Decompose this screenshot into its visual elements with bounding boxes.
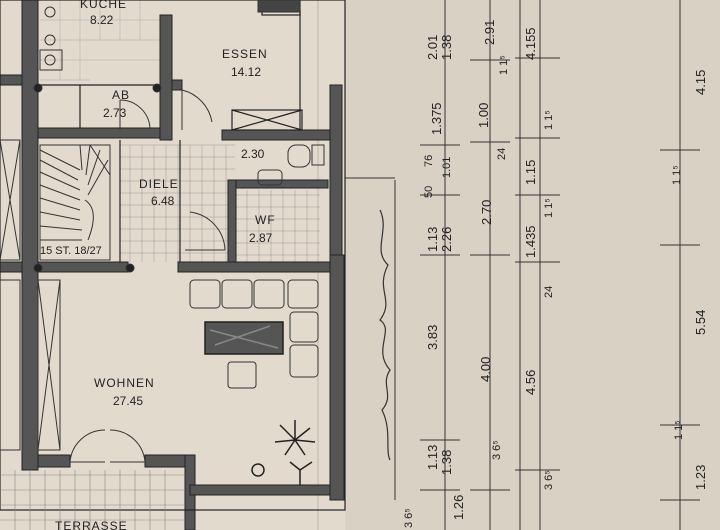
dim-col1-3: 76	[423, 155, 435, 167]
walls	[0, 0, 345, 530]
dim-col3-sup-a: 1 1⁵	[498, 55, 510, 75]
dim-col2-c: 1.38	[439, 450, 454, 475]
door-stair	[89, 144, 111, 176]
room-area-essen: 14.12	[231, 65, 261, 79]
room-label-terrasse: TERRASSE	[55, 519, 128, 530]
door-wc	[185, 211, 226, 251]
door-kitchen	[119, 99, 151, 130]
dim-col1-6: 3.83	[425, 325, 440, 350]
dim-col3-b: 1.00	[476, 103, 491, 128]
dim-col4-sup-a: 1 1⁵	[543, 110, 555, 130]
room-area-wc-small: 2.30	[241, 147, 265, 161]
coffee-table	[204, 321, 284, 355]
wall-outlines	[0, 0, 346, 511]
dim-col2-b: 2.26	[439, 227, 454, 252]
paper-dimensions	[345, 0, 720, 530]
dim-col4-a: 4.155	[523, 27, 538, 60]
room-area-kueche: 8.22	[90, 13, 114, 27]
dim-col5-a: 4.15	[693, 70, 708, 95]
dim-col2-1: 1.38	[439, 35, 454, 60]
dim-col4-c: 1.435	[523, 225, 538, 258]
dim-col4-sup-d: 3 6⁵	[543, 470, 555, 490]
doors	[69, 89, 226, 463]
dim-col5-sup-b: 1 1⁵	[673, 420, 685, 440]
room-label-diele: DIELE	[139, 177, 179, 191]
dim-col3-c: 2.70	[479, 200, 494, 225]
door-terrace-left	[69, 429, 106, 463]
kitchen-fixtures	[33, 6, 162, 273]
wc-tiles	[235, 190, 320, 262]
dim-col3-sup-c: 3 6⁵	[491, 440, 503, 460]
room-label-essen: ESSEN	[222, 47, 268, 61]
room-area-wohnen: 27.45	[113, 394, 143, 408]
room-area-ab: 2.73	[103, 106, 127, 120]
staircase	[39, 144, 111, 261]
dim-col4-sup-c: 24	[543, 286, 555, 298]
dim-col5-c: 1.23	[693, 465, 708, 490]
dim-col3-a: 2.91	[482, 20, 497, 45]
room-label-wohnen: WOHNEN	[94, 376, 155, 390]
hob-burner	[44, 34, 56, 46]
dim-bottom-left: 3 6⁵	[403, 508, 415, 528]
armchair	[227, 361, 257, 389]
dim-col3-sup-b: 24	[496, 148, 508, 160]
dimension-labels: 2.01 1.38 1.375 76 50 1.13 3.83 1.13 1.0…	[403, 20, 708, 528]
room-label-kueche: KUCHE	[80, 0, 127, 11]
hob-burner	[44, 6, 56, 18]
dim-col4-sup-b: 1 1⁵	[543, 198, 555, 218]
sofa	[189, 279, 319, 378]
plant-icon	[251, 420, 316, 485]
dimension-lines	[345, 0, 700, 530]
wc-fixtures	[257, 144, 325, 186]
room-area-wc: 2.87	[249, 231, 273, 245]
door-essen	[181, 89, 213, 130]
dim-col2-a: 1.01	[441, 157, 453, 178]
signature-scribble	[379, 209, 391, 461]
left-bay-details	[0, 139, 61, 451]
dim-col4-d: 4.56	[523, 370, 538, 395]
kitchen-tiles	[40, 0, 165, 81]
stair-note: 15 ST. 18/27	[40, 245, 102, 257]
hob-burner	[44, 54, 56, 66]
dim-col4-b: 1.15	[523, 160, 538, 185]
dim-col5-b: 5.54	[693, 310, 708, 335]
dim-col1-1: 2.01	[425, 35, 440, 60]
room-label-wc: WF	[255, 213, 276, 227]
dim-col5-sup-a: 1 1⁵	[671, 165, 683, 185]
dim-col1-5: 1.13	[425, 227, 440, 252]
dim-col1-7: 1.13	[425, 445, 440, 470]
diele-tiles	[120, 144, 235, 262]
room-label-ab: AB	[112, 88, 130, 102]
dining-table	[257, 0, 301, 13]
terrace	[0, 470, 185, 530]
room-area-diele: 6.48	[151, 194, 175, 208]
dim-col1-2: 1.375	[429, 102, 444, 135]
door-terrace-right	[109, 429, 146, 463]
dim-col2-d: 1.26	[451, 495, 466, 520]
dim-col3-d: 4.00	[478, 357, 493, 382]
dim-col1-4: 50	[423, 186, 435, 198]
